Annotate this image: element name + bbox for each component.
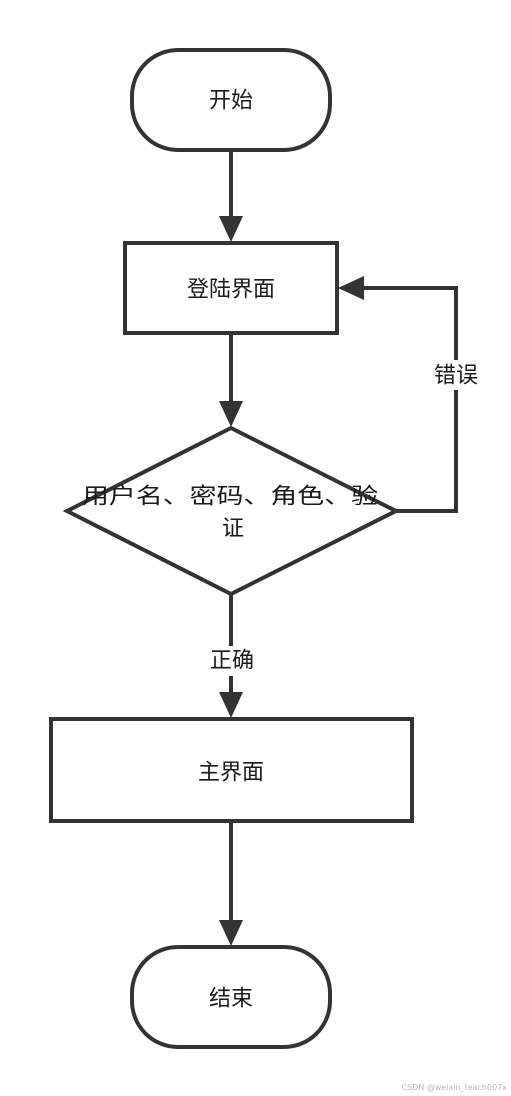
login-screen-node: [123, 241, 339, 335]
main-screen-label: 主界面: [198, 761, 264, 786]
correct-label: 正确: [210, 649, 254, 674]
wrong-label: 错误: [434, 364, 478, 389]
arrowhead-main: [219, 692, 243, 718]
start-label: 开始: [209, 89, 253, 114]
arrowhead-decision: [219, 401, 243, 427]
end-node: [130, 945, 332, 1049]
verify-decision-node: [62, 425, 401, 597]
arrowhead-login: [219, 216, 243, 242]
login-screen-label: 登陆界面: [187, 278, 275, 303]
watermark-text: CSDN @weixin_teach007x: [401, 1083, 508, 1092]
start-node: [130, 48, 332, 152]
verify-label-line2: 证: [222, 517, 244, 542]
arrowhead-end: [219, 920, 243, 946]
end-label: 结束: [209, 987, 253, 1012]
verify-label-line1: 用户名、密码、角色、验: [82, 485, 378, 510]
arrowhead-loop: [338, 276, 364, 300]
connector-wrong-loop: [362, 286, 458, 513]
correct-label-bg: [205, 646, 259, 676]
wrong-label-bg: [430, 360, 484, 390]
main-screen-node: [49, 717, 414, 823]
